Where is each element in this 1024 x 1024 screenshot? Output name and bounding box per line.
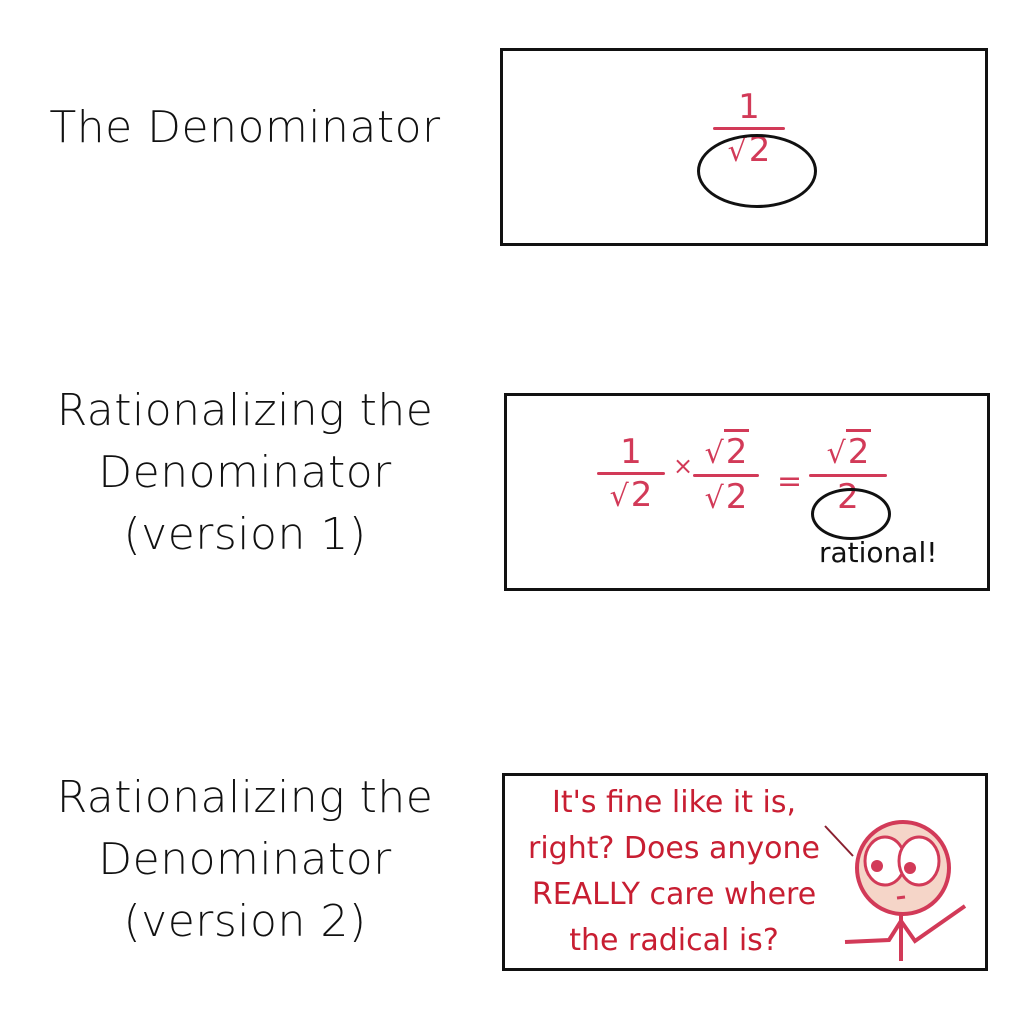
speech-line: REALLY care where <box>531 877 817 912</box>
numerator: √2 <box>825 429 872 474</box>
sqrt-symbol: √ <box>826 436 846 471</box>
denominator: √2 <box>703 474 750 519</box>
circle-annotation <box>811 488 891 540</box>
speech-line: It's fine like it is, <box>551 785 797 820</box>
panel-denominator: 1 √2 <box>500 48 988 246</box>
term2-fraction: √2 √2 <box>693 429 759 519</box>
speech-line: the radical is? <box>569 923 779 958</box>
radicand: 2 <box>723 474 750 517</box>
panel-version-2: It's fine like it is, right? Does anyone… <box>502 773 988 971</box>
fraction-bar <box>809 474 887 477</box>
fraction-bar <box>713 127 785 130</box>
speech-text: It's fine like it is, right? Does anyone… <box>509 780 839 964</box>
radicand: 2 <box>845 429 872 472</box>
label-line: Denominator <box>98 834 392 885</box>
label-line: Rationalizing the <box>56 385 434 436</box>
speech-line: right? Does anyone <box>527 831 820 866</box>
term1-fraction: 1 √2 <box>597 432 665 517</box>
row2-label: Rationalizing the Denominator (version 1… <box>30 380 460 566</box>
label-line: The Denominator <box>49 102 441 153</box>
row1-label: The Denominator <box>30 97 460 159</box>
equals-sign: = <box>777 464 803 499</box>
panel-version-1: 1 √2 × √2 √2 = √2 2 rational! <box>504 393 990 591</box>
stick-figure-icon <box>824 820 967 961</box>
denominator: √2 <box>608 472 655 517</box>
radicand: 2 <box>723 429 750 472</box>
sqrt-symbol: √ <box>609 479 629 514</box>
sqrt-symbol: √ <box>704 436 724 471</box>
radicand: 2 <box>628 472 655 515</box>
circle-annotation <box>697 134 817 208</box>
numerator: √2 <box>703 429 750 474</box>
row3-label: Rationalizing the Denominator (version 2… <box>30 767 460 953</box>
numerator: 1 <box>738 87 760 127</box>
label-line: Denominator <box>98 447 392 498</box>
fraction-bar <box>693 474 759 477</box>
rational-annotation: rational! <box>819 536 938 569</box>
fraction-bar <box>597 472 665 475</box>
label-line: Rationalizing the <box>56 772 434 823</box>
sqrt-symbol: √ <box>704 481 724 516</box>
numerator: 1 <box>620 432 642 472</box>
times-sign: × <box>673 452 694 480</box>
label-line: (version 1) <box>123 509 367 560</box>
label-line: (version 2) <box>123 896 367 947</box>
